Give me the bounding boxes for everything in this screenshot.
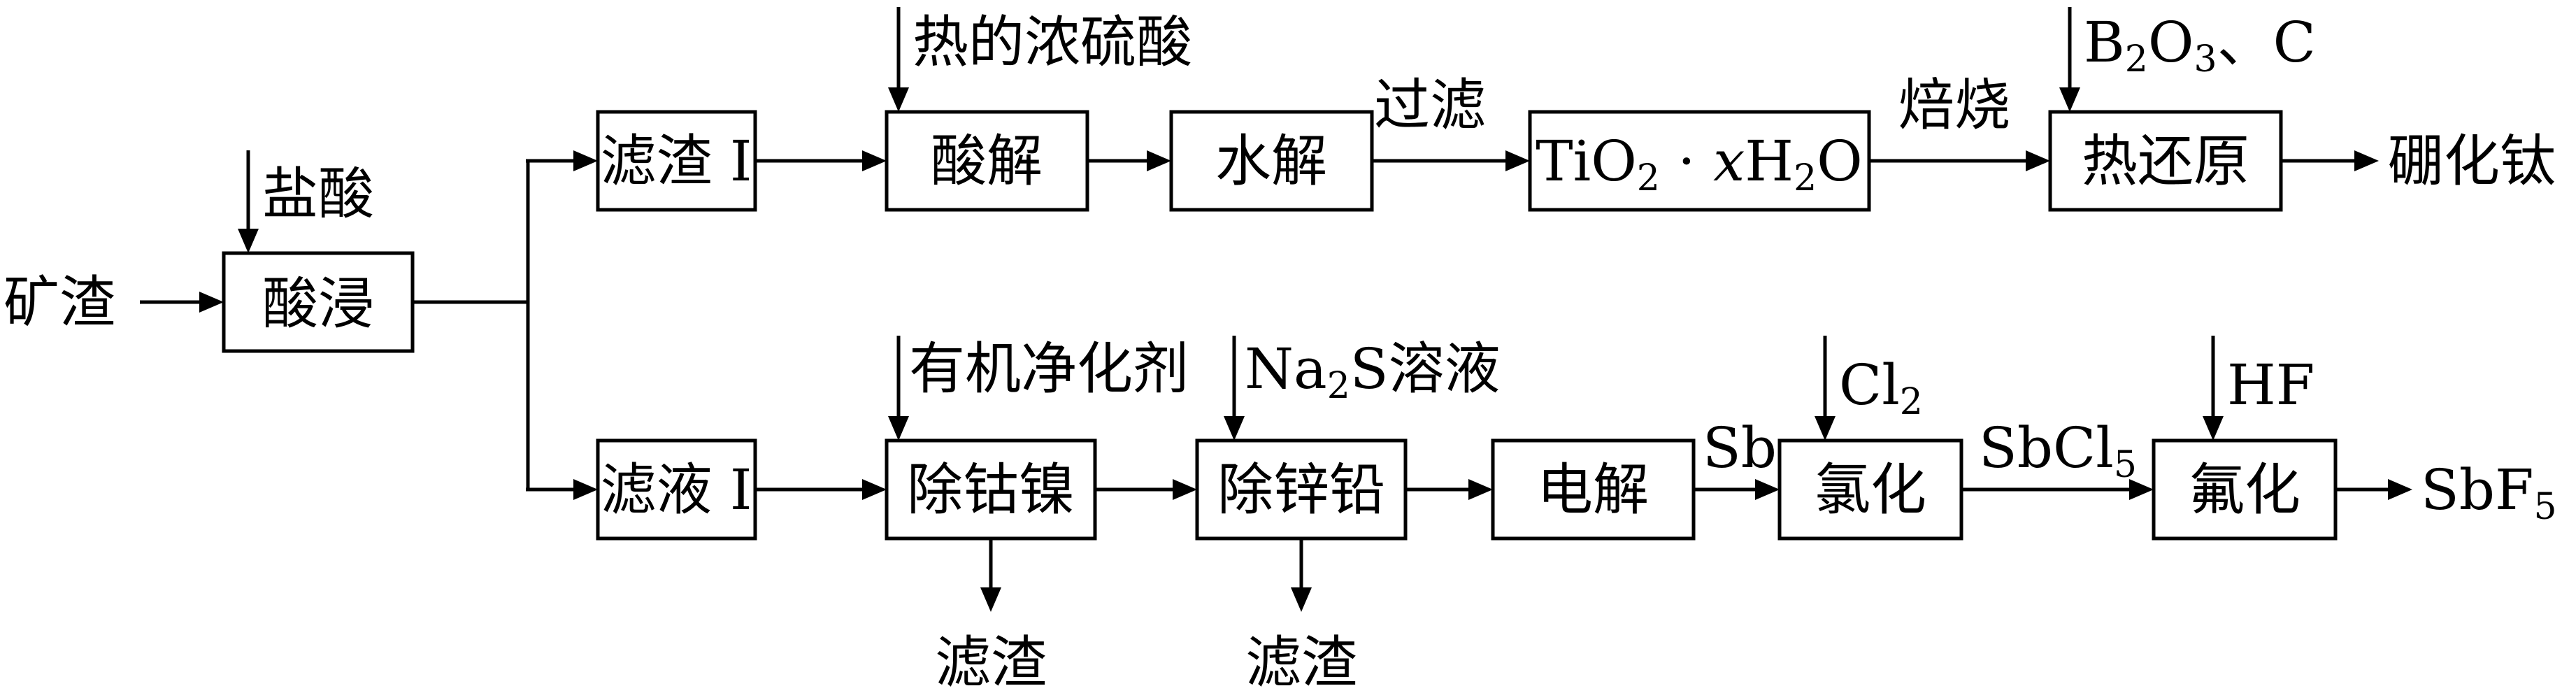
box-filtrate-1-label: 滤液 I [600, 457, 752, 522]
box-acid-leach: 酸浸 [222, 251, 415, 353]
box-tio2-xh2o-label: TiO2 · xH2O [1536, 129, 1863, 199]
label-na2s-solution: Na2S溶液 [1245, 336, 1501, 407]
box-electrolysis-label: 电解 [1537, 457, 1649, 522]
box-hydrolysis-label: 水解 [1215, 129, 1327, 194]
label-organic-purifier: 有机净化剂 [909, 336, 1189, 401]
box-remove-zn-pb-label: 除锌铅 [1217, 457, 1385, 522]
label-residue-co-ni: 滤渣 [935, 630, 1047, 695]
box-remove-zn-pb: 除锌铅 [1195, 438, 1408, 541]
label-residue-zn-pb: 滤渣 [1245, 630, 1357, 695]
box-remove-co-ni: 除钴镍 [885, 438, 1097, 541]
label-sbf5: SbF5 [2421, 457, 2557, 528]
label-sb: Sb [1703, 415, 1777, 480]
box-electrolysis: 电解 [1491, 438, 1696, 541]
box-chlorination: 氯化 [1777, 438, 1963, 541]
box-hydrolysis: 水解 [1169, 110, 1374, 212]
label-filtration: 过滤 [1374, 73, 1486, 138]
box-tio2-xh2o: TiO2 · xH2O [1528, 110, 1871, 212]
box-filtrate-1: 滤液 I [596, 438, 757, 541]
label-hydrochloric-acid: 盐酸 [262, 162, 374, 227]
box-remove-co-ni-label: 除钴镍 [907, 457, 1075, 522]
label-b2o3-c: B2O3、C [2084, 10, 2316, 80]
label-titanium-boride: 硼化钛 [2388, 129, 2556, 194]
label-sbcl5: SbCl5 [1979, 415, 2137, 486]
box-residue-1: 滤渣 I [596, 110, 757, 212]
label-hf: HF [2227, 352, 2314, 417]
box-chlorination-label: 氯化 [1815, 457, 1926, 522]
box-thermal-reduction: 热还原 [2048, 110, 2283, 212]
box-fluorination-label: 氟化 [2189, 457, 2300, 522]
box-acid-hydrolysis-label: 酸解 [931, 129, 1043, 194]
label-hot-conc-sulfuric-acid: 热的浓硫酸 [913, 10, 1192, 75]
box-residue-1-label: 滤渣 I [600, 129, 752, 194]
connectors [140, 7, 2412, 612]
label-calcination: 焙烧 [1898, 73, 2010, 138]
label-cl2: Cl2 [1839, 352, 1923, 423]
box-fluorination: 氟化 [2152, 438, 2338, 541]
box-thermal-reduction-label: 热还原 [2082, 129, 2249, 194]
box-acid-leach-label: 酸浸 [262, 271, 374, 336]
label-ore-slag: 矿渣 [3, 270, 115, 335]
box-acid-hydrolysis: 酸解 [885, 110, 1089, 212]
